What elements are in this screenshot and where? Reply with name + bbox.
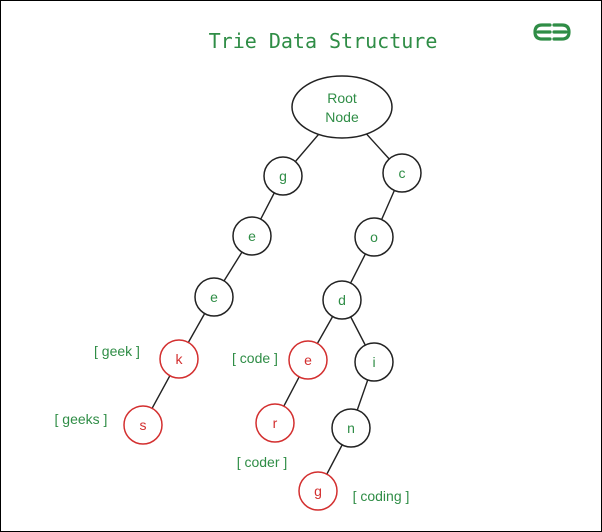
node-circle	[288, 340, 328, 380]
trie-node-g2: g	[298, 471, 338, 511]
node-char: d	[338, 292, 346, 308]
node-circle	[331, 408, 371, 448]
trie-node-g1: g	[263, 156, 303, 196]
word-label-geek: [ geek ]	[94, 343, 140, 359]
word-label-coding: [ coding ]	[353, 488, 410, 504]
node-circle	[382, 153, 422, 193]
node-circle	[194, 277, 234, 317]
trie-node-e3: e	[288, 340, 328, 380]
node-circle	[263, 156, 303, 196]
node-circle	[232, 216, 272, 256]
trie-node-i: i	[354, 342, 394, 382]
node-char: i	[372, 354, 375, 370]
node-char: c	[399, 165, 406, 181]
node-char: r	[273, 415, 278, 431]
word-label-geeks: [ geeks ]	[55, 411, 108, 427]
root-label-line1: Root	[327, 90, 357, 106]
gfg-logo-icon	[533, 23, 571, 41]
trie-node-o: o	[354, 217, 394, 257]
trie-node-n: n	[331, 408, 371, 448]
node-char: e	[304, 352, 312, 368]
node-circle	[298, 471, 338, 511]
node-layer: g e e k s c o d e r i n g	[123, 153, 422, 511]
word-label-code: [ code ]	[232, 350, 278, 366]
node-circle	[354, 342, 394, 382]
word-label-coder: [ coder ]	[237, 454, 288, 470]
node-char: s	[140, 417, 147, 433]
node-circle	[322, 280, 362, 320]
node-circle	[123, 405, 163, 445]
node-circle	[354, 217, 394, 257]
diagram-title: Trie Data Structure	[209, 29, 438, 53]
node-circle	[255, 403, 295, 443]
word-label-layer: [ geek ] [ geeks ] [ code ] [ coder ] [ codi…	[55, 343, 410, 504]
trie-node-c: c	[382, 153, 422, 193]
trie-node-e1: e	[232, 216, 272, 256]
node-char: e	[248, 228, 256, 244]
trie-node-d: d	[322, 280, 362, 320]
trie-node-k: k	[159, 339, 199, 379]
trie-node-r: r	[255, 403, 295, 443]
node-char: g	[279, 168, 287, 184]
trie-node-e2: e	[194, 277, 234, 317]
node-char: o	[370, 229, 378, 245]
node-char: k	[176, 351, 184, 367]
node-char: g	[314, 483, 322, 499]
node-char: e	[210, 289, 218, 305]
node-circle	[159, 339, 199, 379]
root-label-line2: Node	[325, 109, 359, 125]
root-node: Root Node	[291, 75, 393, 139]
node-char: n	[347, 420, 355, 436]
trie-node-s: s	[123, 405, 163, 445]
